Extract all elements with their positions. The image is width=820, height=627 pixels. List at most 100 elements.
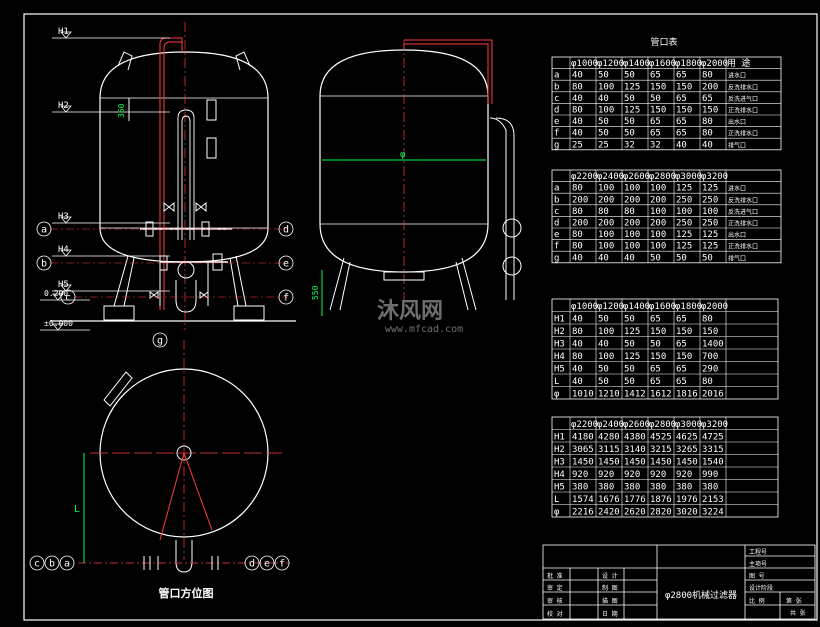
nozzle-label-right-circle xyxy=(278,221,294,237)
front-vessel-body xyxy=(99,51,269,263)
nozzle-label-left: b xyxy=(41,259,47,270)
table-cell: 3140 xyxy=(624,445,646,455)
table-cell: 290 xyxy=(702,365,718,375)
table-cell: 920 xyxy=(598,470,614,480)
table-cell: 125 xyxy=(676,242,692,252)
table-cell: 100 xyxy=(598,82,614,92)
table-cell: 40 xyxy=(676,140,687,150)
table-header-cell: φ1600 xyxy=(649,59,676,69)
table-header-cell: φ2400 xyxy=(597,172,624,182)
title-block-label: 图 号 xyxy=(749,573,765,580)
level-triangle xyxy=(52,293,64,301)
plan-view xyxy=(78,340,290,573)
table-cell: 3215 xyxy=(650,445,672,455)
table-cell: 65 xyxy=(676,129,687,139)
table-cell: 80 xyxy=(572,352,583,362)
table-cell: 250 xyxy=(676,195,692,205)
table-cell: 1612 xyxy=(650,390,672,400)
table-cell: 65 xyxy=(676,377,687,387)
table-cell: 2153 xyxy=(702,495,724,505)
table-header-cell: φ2800 xyxy=(649,420,676,430)
table-cell: 排气口 xyxy=(728,254,746,262)
table-cell: 正洗排水口 xyxy=(728,220,758,228)
table-cell: 2420 xyxy=(598,508,620,518)
table-cell: f xyxy=(554,129,559,139)
table-cell: 150 xyxy=(702,106,718,116)
table-cell: 150 xyxy=(676,106,692,116)
table-cell: 700 xyxy=(702,352,718,362)
table-cell: 1450 xyxy=(572,458,594,468)
table-cell: 反洗排水口 xyxy=(728,83,758,91)
table-cell: 40 xyxy=(598,340,609,350)
table-cell: 40 xyxy=(572,71,583,81)
title-block-label: 制 图 xyxy=(602,584,618,592)
level-label: 0.200 xyxy=(44,289,68,298)
title-block-label: 审 定 xyxy=(547,584,563,592)
table-cell: 50 xyxy=(598,71,609,81)
table-cell: 2016 xyxy=(702,390,724,400)
table-cell: 100 xyxy=(598,230,614,240)
side-nozzle-1 xyxy=(502,218,522,238)
valve-bowties-ad xyxy=(163,201,207,213)
table-cell: 正洗排水口 xyxy=(728,130,758,138)
table-cell: 50 xyxy=(598,117,609,127)
nozzle-label-right: d xyxy=(283,225,289,236)
table-cell: 80 xyxy=(572,207,583,217)
nozzle-label-left: c xyxy=(65,293,71,304)
table-cell: 65 xyxy=(650,315,661,325)
plan-label-left-circle xyxy=(59,555,75,571)
table-cell: 50 xyxy=(624,129,635,139)
table-header-cell: φ2000 xyxy=(701,302,728,312)
table-cell: 1010 xyxy=(572,390,594,400)
table-cell: 正洗排水口 xyxy=(728,243,758,251)
plan-valves xyxy=(143,556,219,570)
table-cell: 50 xyxy=(598,129,609,139)
title-block-label: 批 准 xyxy=(547,572,563,580)
table-cell: 200 xyxy=(650,219,666,229)
table-cell: 65 xyxy=(676,365,687,375)
elevation-label: H3 xyxy=(58,212,69,222)
level-triangle xyxy=(52,323,64,331)
table-cell: 50 xyxy=(624,315,635,325)
table-cell: 1450 xyxy=(624,458,646,468)
table-cell: 1450 xyxy=(650,458,672,468)
plan-radial-lines xyxy=(159,452,213,541)
table-cell: 80 xyxy=(572,82,583,92)
table-cell: 200 xyxy=(624,195,640,205)
table-cell: a xyxy=(554,184,559,194)
side-bottom-nozzle xyxy=(383,271,425,281)
watermark-url: www.mfcad.com xyxy=(385,324,463,335)
table-cell: 65 xyxy=(676,71,687,81)
base-plate-left xyxy=(103,305,135,321)
table-header-cell: φ1200 xyxy=(597,302,624,312)
table-cell: 1876 xyxy=(650,495,672,505)
valve-e xyxy=(212,253,223,271)
nozzle-label-left-circle xyxy=(36,255,52,271)
nozzle-label-right-circle xyxy=(278,255,294,271)
table-cell: 80 xyxy=(572,230,583,240)
plan-label-right-circle xyxy=(259,555,275,571)
table-cell: H4 xyxy=(554,470,565,480)
table-cell: 65 xyxy=(650,365,661,375)
table-cell: 100 xyxy=(702,207,718,217)
table-cell: 125 xyxy=(624,352,640,362)
table-header-cell: φ3000 xyxy=(675,172,702,182)
table-cell: H1 xyxy=(554,433,565,443)
table-cell: 65 xyxy=(650,71,661,81)
table-cell: 4380 xyxy=(624,433,646,443)
table-cell: 1976 xyxy=(676,495,698,505)
table-cell: 380 xyxy=(624,483,640,493)
table-cell: 150 xyxy=(676,327,692,337)
title-block-label: 主项号 xyxy=(749,560,767,568)
table-cell: e xyxy=(554,230,559,240)
table-cell: 2620 xyxy=(624,508,646,518)
table-cell: 50 xyxy=(624,94,635,104)
drawing-border xyxy=(23,13,818,621)
table-cell: 200 xyxy=(624,219,640,229)
table-cell: 200 xyxy=(702,82,718,92)
elevation-label: H2 xyxy=(58,101,69,111)
